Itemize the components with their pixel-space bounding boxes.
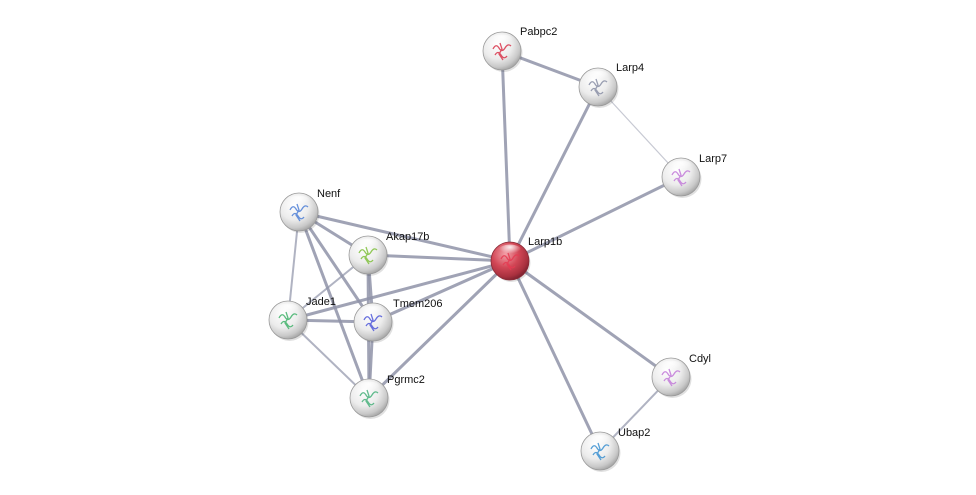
node-label-larp7: Larp7: [699, 153, 727, 165]
node-tmem206[interactable]: Tmem206: [353, 298, 443, 343]
edge-larp1b-pabpc2[interactable]: [500, 49, 512, 263]
node-label-larp4: Larp4: [616, 62, 644, 74]
node-gloss: [490, 34, 514, 48]
node-jade1[interactable]: Jade1: [268, 296, 336, 341]
node-label-pabpc2: Pabpc2: [520, 26, 557, 38]
edge-larp1b-jade1[interactable]: [286, 259, 512, 322]
edge-larp1b-ubap2[interactable]: [508, 259, 602, 453]
node-pgrmc2[interactable]: Pgrmc2: [349, 374, 425, 419]
node-label-nenf: Nenf: [317, 188, 341, 200]
node-label-larp1b: Larp1b: [528, 236, 562, 248]
node-gloss: [498, 244, 522, 258]
node-pabpc2[interactable]: Pabpc2: [482, 26, 557, 72]
node-label-tmem206: Tmem206: [393, 298, 443, 310]
node-gloss: [361, 305, 385, 319]
node-gloss: [659, 360, 683, 374]
node-gloss: [357, 381, 381, 395]
node-gloss: [356, 238, 380, 252]
node-gloss: [586, 70, 610, 84]
node-gloss: [588, 434, 612, 448]
edge-larp1b-cdyl[interactable]: [508, 259, 673, 379]
node-larp7[interactable]: Larp7: [661, 153, 727, 198]
node-gloss: [287, 195, 311, 209]
node-label-jade1: Jade1: [306, 296, 336, 308]
node-larp1b[interactable]: Larp1b: [490, 236, 562, 282]
edge-nenf-tmem206[interactable]: [297, 210, 375, 324]
node-ubap2[interactable]: Ubap2: [580, 427, 650, 472]
node-gloss: [276, 303, 300, 317]
node-gloss: [669, 160, 693, 174]
edge-larp1b-tmem206[interactable]: [371, 259, 512, 324]
node-label-ubap2: Ubap2: [618, 427, 650, 439]
node-label-akap17b: Akap17b: [386, 231, 429, 243]
edge-larp4-larp7[interactable]: [597, 86, 682, 178]
edges-layer: [286, 49, 683, 453]
node-cdyl[interactable]: Cdyl: [651, 353, 711, 398]
node-larp4[interactable]: Larp4: [578, 62, 644, 108]
edge-larp1b-pgrmc2[interactable]: [367, 259, 512, 400]
edge-larp1b-larp4[interactable]: [508, 85, 600, 263]
edge-larp1b-akap17b[interactable]: [366, 253, 512, 263]
edge-nenf-pgrmc2[interactable]: [297, 210, 371, 400]
node-akap17b[interactable]: Akap17b: [348, 231, 429, 276]
node-nenf[interactable]: Nenf: [279, 188, 341, 233]
node-label-pgrmc2: Pgrmc2: [387, 374, 425, 386]
edge-larp1b-larp7[interactable]: [508, 175, 683, 263]
node-label-cdyl: Cdyl: [689, 353, 711, 365]
edge-larp1b-nenf[interactable]: [297, 210, 512, 263]
